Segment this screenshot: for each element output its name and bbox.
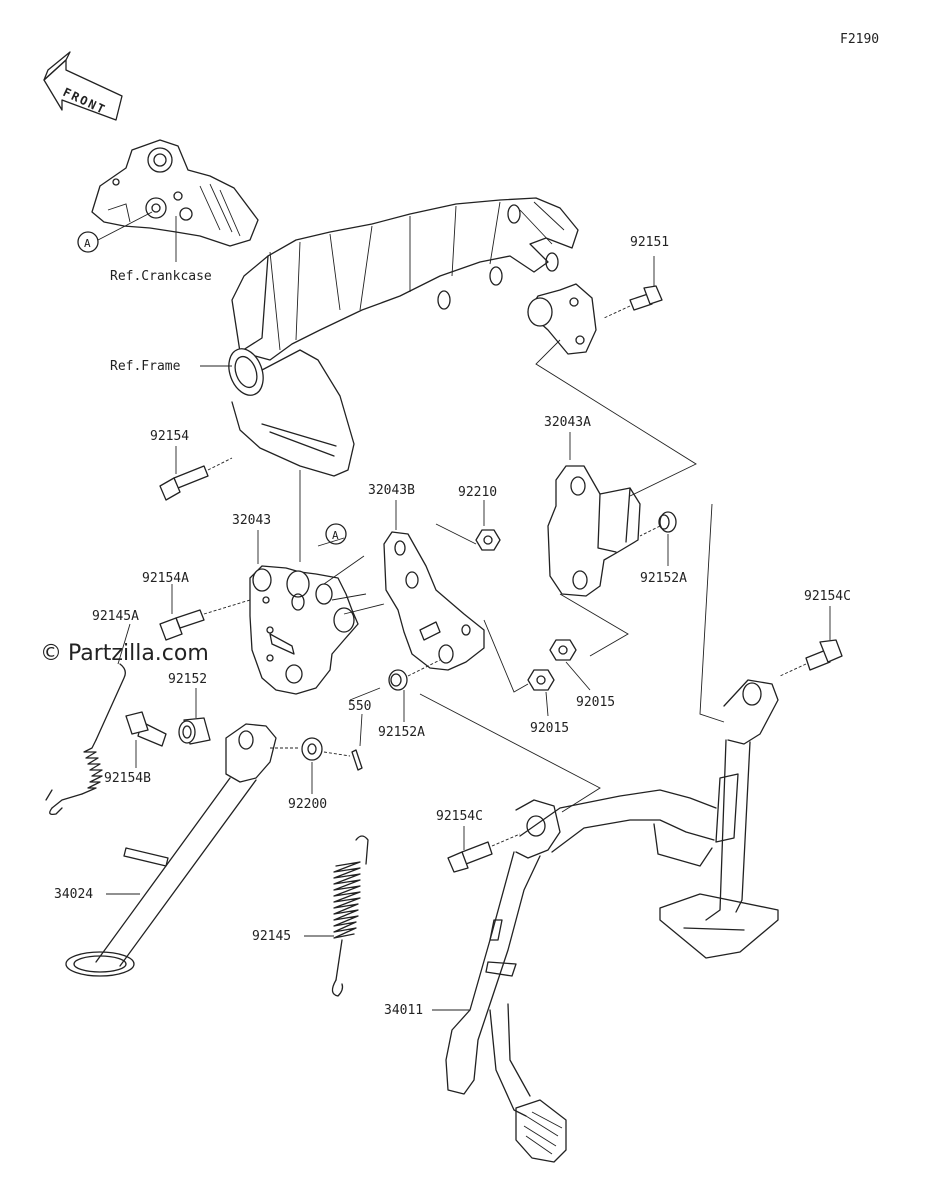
diagram-code: F2190: [840, 32, 879, 47]
leader-92145a: [117, 623, 131, 665]
label-34011: 34011: [384, 1003, 423, 1018]
collar-92152a-right-icon: [658, 511, 677, 533]
label-92015-right: 92015: [576, 695, 615, 710]
spring-92145a-icon: [45, 663, 126, 816]
frame-illustration: [228, 197, 597, 477]
ref-marker-a-bracket: A: [325, 523, 347, 545]
ref-a-leader: [97, 211, 153, 241]
label-92154c-bottom: 92154C: [436, 809, 483, 824]
spring-92145-icon: [331, 835, 369, 997]
bracket-a-connector: [535, 339, 697, 497]
nut-92210-icon: [475, 529, 501, 551]
bolt-92154c-bottom-icon: [447, 841, 493, 873]
bracket-32043: [249, 565, 359, 695]
bracket-a-connector-2: [559, 593, 629, 657]
main-stand-34011: [445, 679, 779, 1163]
label-92145a: 92145A: [92, 609, 139, 624]
svg-text:A: A: [84, 237, 91, 250]
ref-frame-label: Ref.Frame: [110, 359, 181, 374]
leader-92015-center: [545, 691, 549, 717]
stand-connector: [419, 693, 601, 813]
leader-92015-right: [565, 661, 591, 691]
label-550: 550: [348, 699, 371, 714]
bolt-92154b-icon: [125, 711, 167, 747]
ref-marker-a-crankcase: A: [77, 231, 99, 253]
label-32043b: 32043B: [368, 483, 415, 498]
label-92015-center: 92015: [530, 721, 569, 736]
bolt-92154c-top-icon: [805, 639, 843, 671]
label-92154: 92154: [150, 429, 189, 444]
watermark: © Partzilla.com: [40, 641, 209, 666]
washer-92200-icon: [301, 737, 323, 761]
cotter-pin-550-icon: [351, 749, 363, 771]
bracket-32043a: [547, 465, 641, 597]
right-connector: [699, 503, 725, 723]
label-92151: 92151: [630, 235, 669, 250]
crankcase-illustration: [91, 139, 259, 247]
watermark-text: Partzilla.com: [68, 641, 209, 666]
svg-text:A: A: [332, 529, 339, 542]
watermark-copyright: ©: [40, 641, 62, 666]
label-32043a: 32043A: [544, 415, 591, 430]
bracket-32043b: [383, 531, 485, 671]
collar-92152a-center-icon: [388, 669, 408, 691]
bolt-92154-icon: [159, 465, 209, 501]
bolt-92154a-icon: [159, 609, 205, 641]
label-92152: 92152: [168, 672, 207, 687]
nut-92015-right-icon: [549, 639, 577, 661]
leader-550: [359, 713, 363, 747]
label-92210: 92210: [458, 485, 497, 500]
collar-92152-icon: [178, 717, 211, 745]
label-92154a: 92154A: [142, 571, 189, 586]
label-92152a-right: 92152A: [640, 571, 687, 586]
label-92200: 92200: [288, 797, 327, 812]
label-92152a-center: 92152A: [378, 725, 425, 740]
label-32043: 32043: [232, 513, 271, 528]
side-stand-34024: [65, 723, 277, 977]
label-34024: 34024: [54, 887, 93, 902]
label-92154b: 92154B: [104, 771, 151, 786]
bolt-92151-icon: [629, 285, 663, 311]
front-arrow-icon: FRONT: [43, 51, 123, 121]
label-92145: 92145: [252, 929, 291, 944]
nut-92015-center-icon: [527, 669, 555, 691]
ref-crankcase-label: Ref.Crankcase: [110, 269, 212, 284]
label-92154c-top: 92154C: [804, 589, 851, 604]
